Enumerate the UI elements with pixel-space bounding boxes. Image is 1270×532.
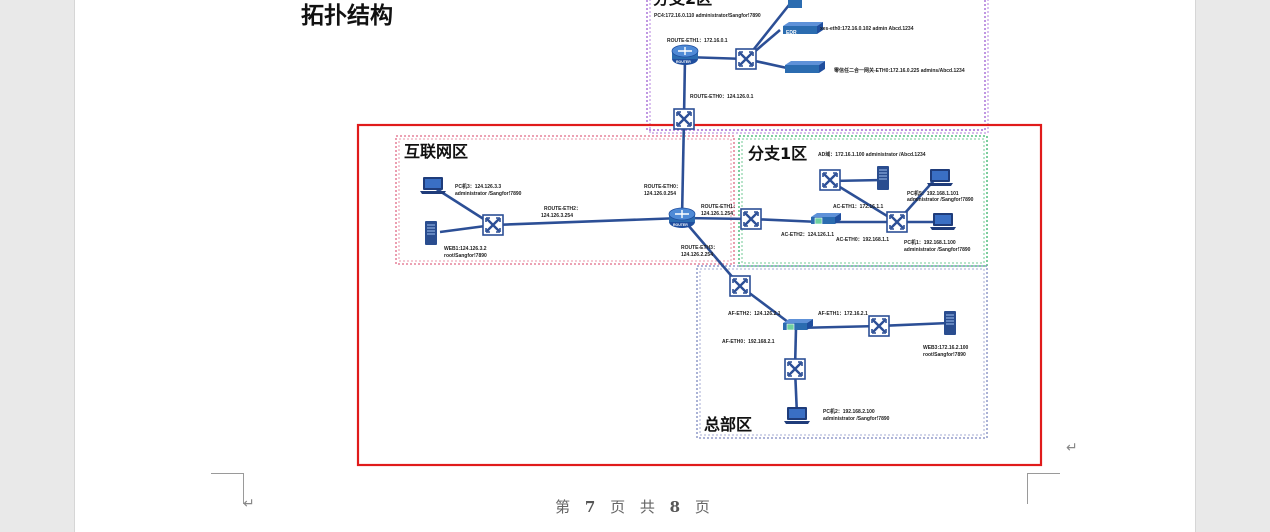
ac-eth1-label: AC-ETH1：172.16.1.1	[833, 204, 884, 210]
pc2-label: PC机2：192.168.2.100	[823, 408, 875, 415]
pc5-cred-label: administrator /Sangfor!7890	[907, 197, 974, 203]
pc5-icon	[927, 169, 953, 186]
edr-label: EDR	[786, 30, 797, 36]
route-eth3-ip: 124.126.2.254	[681, 252, 713, 258]
web3-cred-label: root/Sangfor!7890	[923, 352, 966, 358]
branch2-device-icon	[788, 0, 802, 8]
footer-suffix: 页	[694, 498, 715, 516]
hq-access-switch-icon	[783, 357, 807, 381]
footer-middle: 页 共	[610, 498, 660, 516]
branch1-access-switch-icon	[885, 210, 909, 234]
ac-eth2-label: AC-ETH2：124.126.1.1	[781, 232, 834, 238]
branch2-uplink-switch-icon	[672, 107, 696, 131]
internet-switch-icon	[481, 213, 505, 237]
footer-page-number: 7	[584, 498, 601, 516]
route-eth0-label: ROUTE-ETH0：	[644, 184, 681, 190]
route-eth2-label: ROUTE-ETH2：	[544, 206, 581, 212]
pc2-icon	[784, 407, 810, 424]
pc5-label: PC机5：192.168.1.101	[907, 190, 959, 197]
highlight-box	[356, 123, 1043, 467]
route-eth0-branch2-label: ROUTE-ETH0：124.126.0.1	[690, 94, 754, 100]
route-eth0-ip: 124.126.0.254	[644, 191, 676, 197]
ad-label: AD域：172.16.1.100 administrator /Abcd.123…	[818, 151, 926, 158]
route-eth3-label: ROUTE-ETH3：	[681, 245, 718, 251]
branch2-zone-border	[646, 0, 986, 131]
af-eth2-label: AF-ETH2：124.126.2.1	[728, 311, 781, 317]
route-eth1-label: ROUTE-ETH1：	[701, 204, 738, 210]
route-eth1-branch2-label: ROUTE-ETH1：172.16.0.1	[667, 38, 728, 44]
ac-appliance-icon	[810, 212, 842, 225]
web1-label: WEB1:124.126.3.2	[444, 246, 487, 252]
hq-edge-switch-icon	[728, 274, 752, 298]
web1-server-icon	[424, 220, 438, 246]
route-eth1-ip: 124.126.1.254	[701, 211, 733, 217]
web3-server-icon	[943, 310, 957, 336]
crop-mark-right	[1027, 473, 1060, 504]
trust-gateway-label: 零信任二合一网关-ETH0:172.16.0.225 admins/Abcd.1…	[834, 67, 965, 74]
ad-server-icon	[876, 165, 890, 191]
pc1-label: PC机1：192.168.1.100	[904, 239, 956, 246]
ac-eth0-label: AC-ETH0：192.168.1.1	[836, 237, 889, 243]
af-eth0-label: AF-ETH0：192.168.2.1	[722, 339, 775, 345]
af-firewall-icon	[782, 318, 814, 331]
internet-zone-border	[395, 135, 735, 265]
pc3-icon	[420, 177, 446, 194]
pc3-label: PC机3：124.126.3.3	[455, 183, 501, 190]
hq-zone-title: 总部区	[704, 415, 752, 434]
route-eth2-ip: 124.126.3.254	[541, 213, 573, 219]
pc3-cred-label: administrator /Sangfor!7890	[455, 191, 522, 197]
pc4-label: PC4:172.16.0.110 administrator/Sangfor!7…	[654, 13, 761, 19]
page-footer: 第 7 页 共 8 页	[75, 496, 1195, 517]
document-page: 拓扑结构	[74, 0, 1196, 532]
paragraph-mark: ↵	[1066, 440, 1078, 456]
branch2-zone-title: 分支2区	[653, 0, 712, 8]
pc1-icon	[930, 213, 956, 230]
branch1-zone-title: 分支1区	[748, 144, 807, 163]
zero-trust-gateway-icon	[785, 61, 825, 73]
router-tag: ROUTER	[676, 60, 691, 64]
branch1-edge-switch-icon	[739, 207, 763, 231]
internet-zone-title: 互联网区	[404, 142, 468, 161]
paragraph-mark: ↵	[243, 496, 255, 512]
branch1-ad-switch-icon	[818, 168, 842, 192]
page-title: 拓扑结构	[301, 3, 393, 29]
network-topology-diagram: ROUTER ROUTER 分支2区 互联网区 分支1区 总部区 PC4	[356, 0, 1043, 467]
hq-zone-border	[696, 265, 988, 439]
web1-cred-label: root/Sangfor!7890	[444, 253, 487, 259]
footer-prefix: 第	[555, 498, 576, 516]
branch2-switch-icon	[734, 47, 758, 71]
crop-mark-left	[211, 473, 244, 504]
af-eth1-label: AF-ETH1：172.16.2.1	[818, 311, 868, 317]
pc2-cred-label: administrator /Sangfor!7890	[823, 416, 890, 422]
xes-label: xes-eth0:172.16.0.102 admin Abcd.1234	[820, 26, 914, 32]
router-tag: ROUTER	[673, 223, 688, 227]
pc1-cred-label: administrator /Sangfor!7890	[904, 247, 971, 253]
footer-total-pages: 8	[669, 498, 686, 516]
web3-label: WEB3:172.16.2.100	[923, 345, 969, 351]
hq-server-switch-icon	[867, 314, 891, 338]
